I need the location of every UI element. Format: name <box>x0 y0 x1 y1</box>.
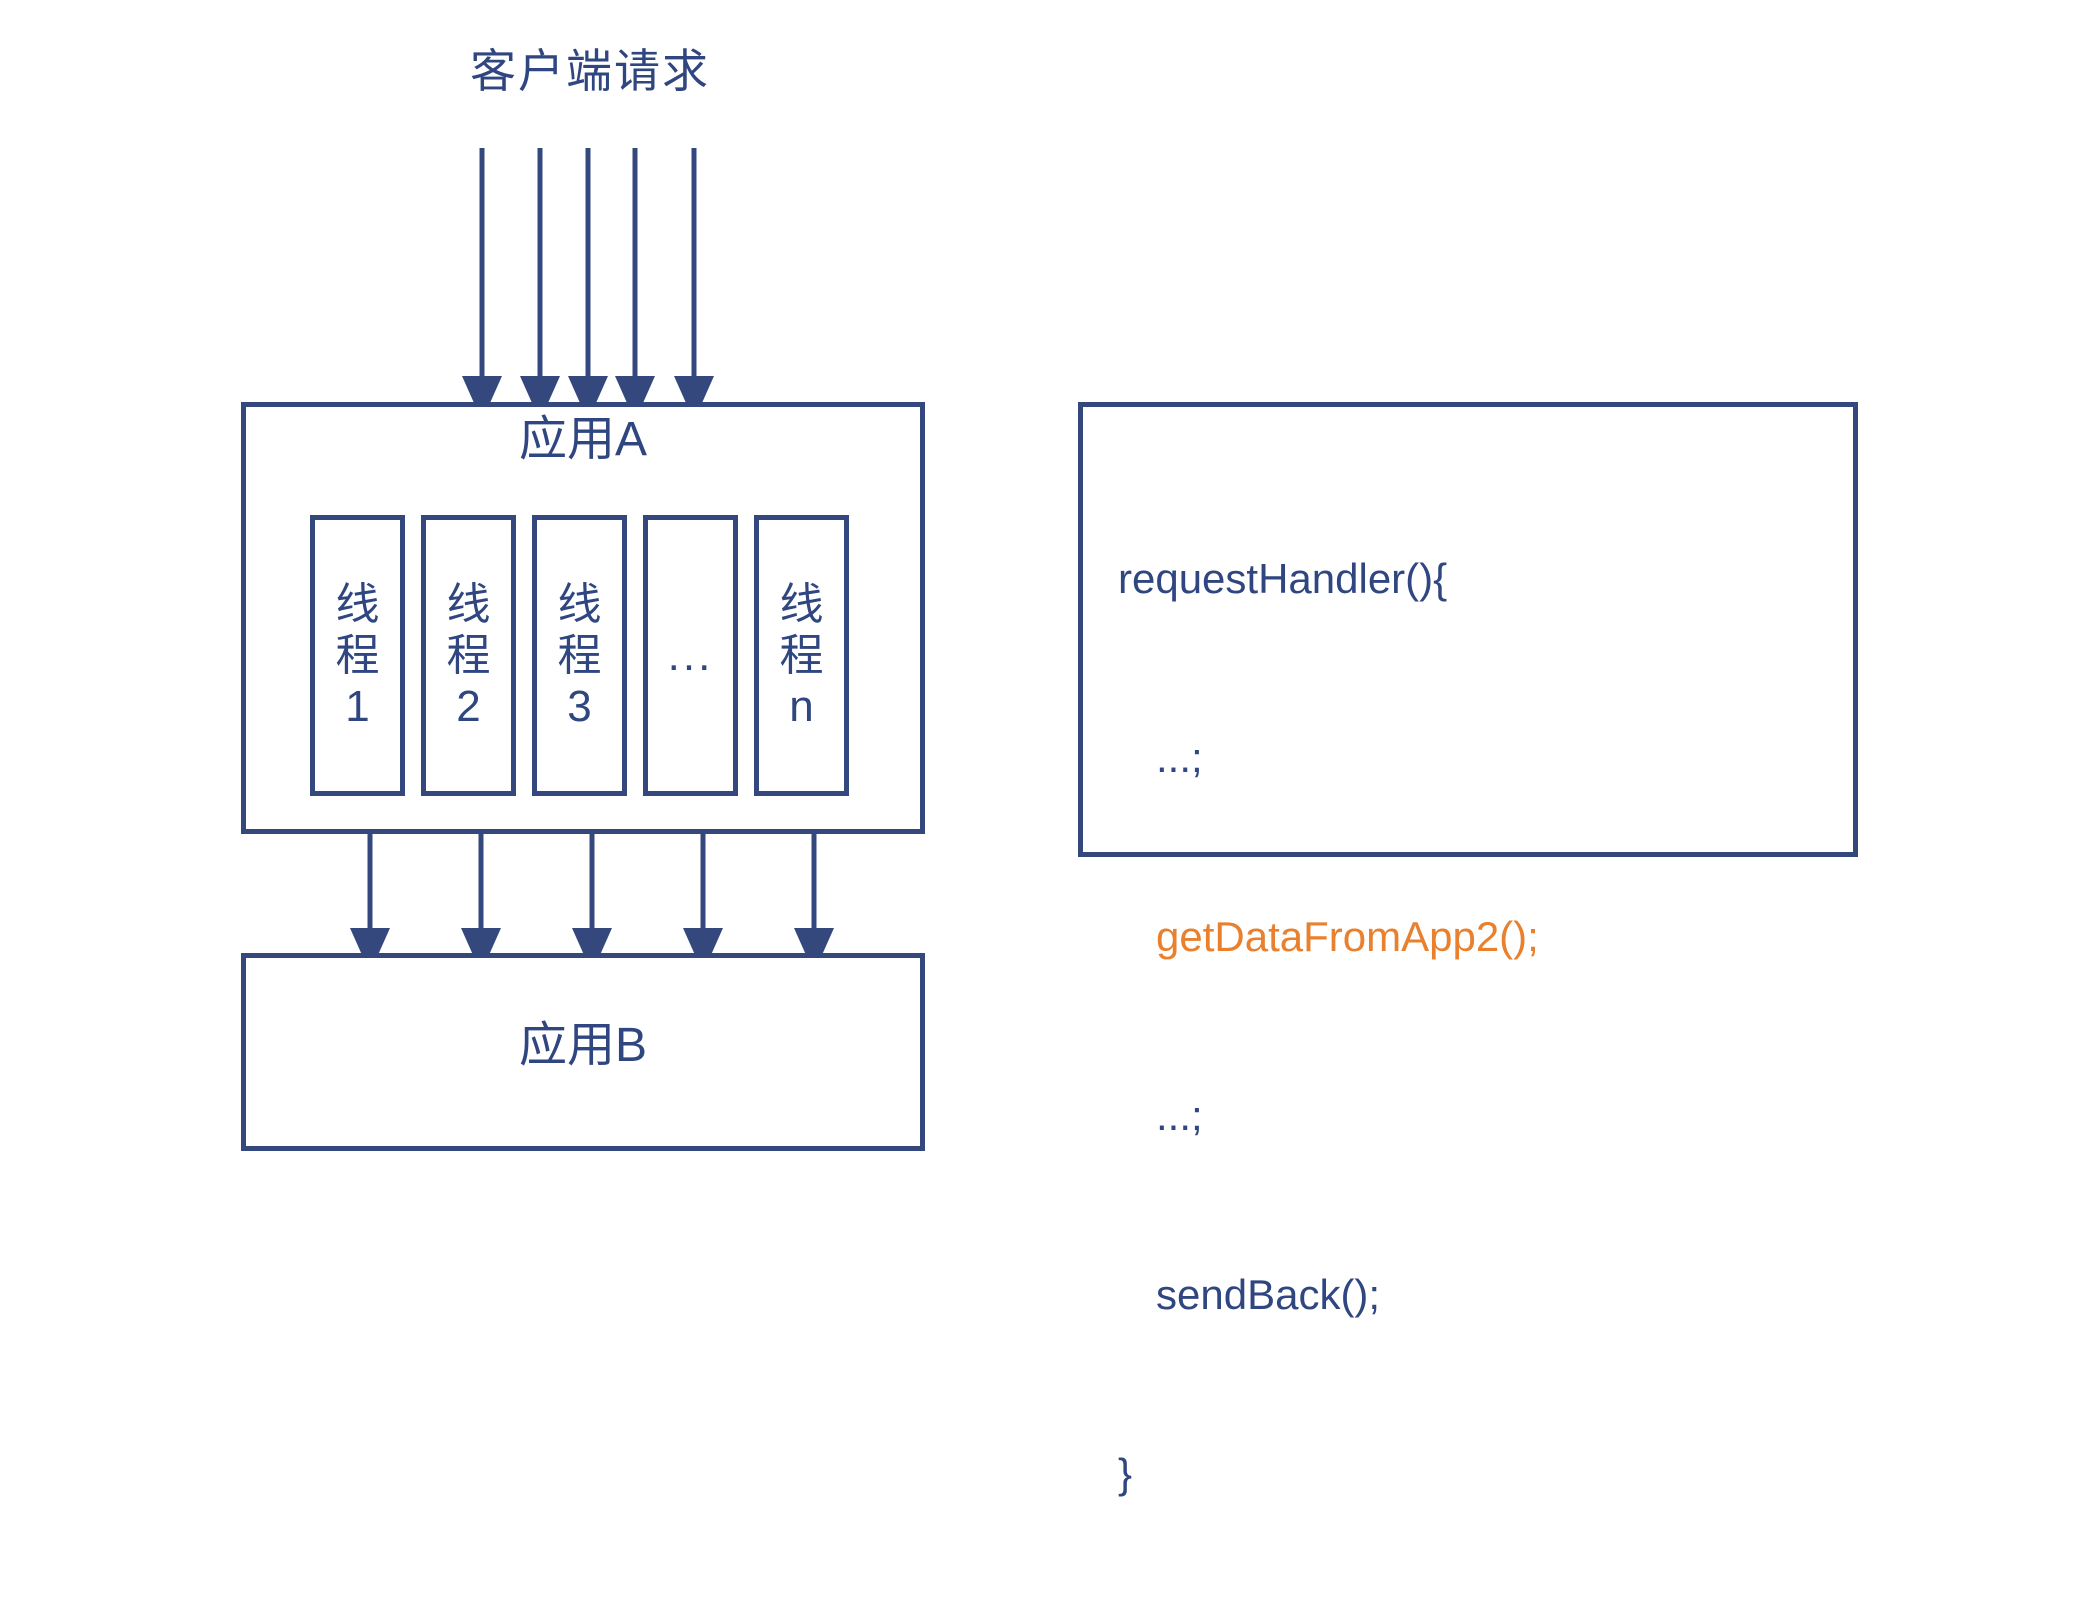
thread-label-3: 线 程 3 <box>557 579 602 732</box>
code-line-3: ...; <box>1156 1091 1203 1139</box>
thread-box-3: 线 程 3 <box>532 515 627 796</box>
thread-box-n: 线 程 n <box>754 515 849 796</box>
code-content: requestHandler(){ ...; getDataFromApp2()… <box>1118 430 1838 1623</box>
thread-label-ellipsis: ... <box>667 630 714 680</box>
app-b-box <box>241 953 925 1151</box>
thread-box-1: 线 程 1 <box>310 515 405 796</box>
code-box <box>1078 402 1858 857</box>
thread-label-2: 线 程 2 <box>446 579 491 732</box>
thread-label-1: 线 程 1 <box>335 579 380 732</box>
code-line-1: ...; <box>1156 734 1203 782</box>
code-line-5: } <box>1118 1449 1133 1497</box>
thread-box-ellipsis: ... <box>643 515 738 796</box>
code-line-2: getDataFromApp2(); <box>1156 913 1539 960</box>
diagram-canvas: 客户端请求 应用A 线 程 1 线 程 2 线 程 3 ... 线 程 n 应用… <box>241 45 1858 1497</box>
thread-label-n: 线 程 n <box>779 579 824 732</box>
thread-box-2: 线 程 2 <box>421 515 516 796</box>
app-a-title: 应用A <box>518 413 648 466</box>
client-request-label: 客户端请求 <box>470 45 710 97</box>
code-line-4: sendBack(); <box>1156 1270 1381 1318</box>
code-line-0: requestHandler(){ <box>1118 555 1448 603</box>
incoming-arrows <box>462 148 714 421</box>
app-b-title: 应用B <box>518 1019 648 1072</box>
